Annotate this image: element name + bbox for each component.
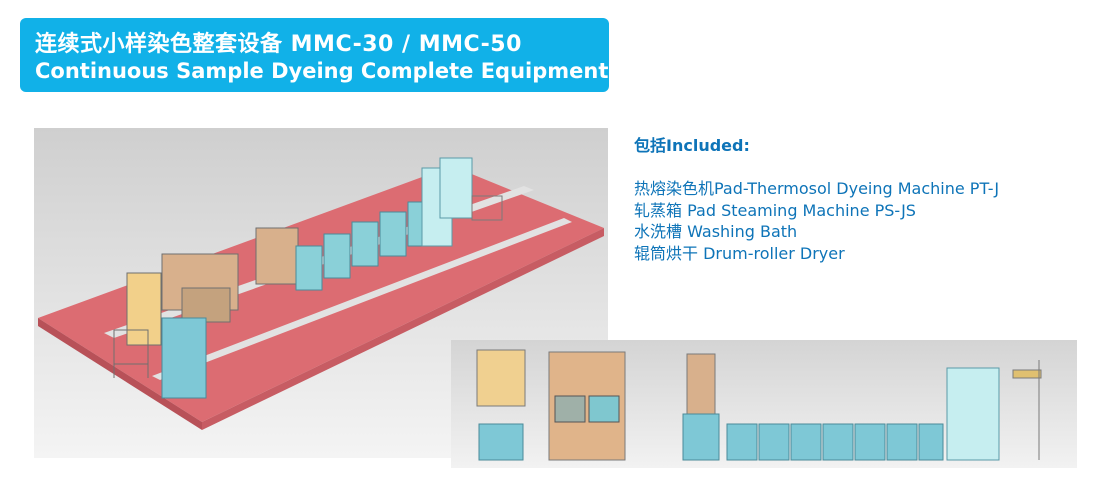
floor-side: [38, 318, 202, 430]
included-item-pad-thermosol: 热熔染色机Pad-Thermosol Dyeing Machine PT-J: [634, 179, 1000, 198]
dryer-base: [682, 413, 720, 461]
washing-bath-units: [295, 201, 435, 291]
drum-dryer-unit: [421, 157, 473, 247]
steamer-front: [181, 287, 231, 323]
included-item-washing-bath: 水洗槽 Washing Bath: [634, 222, 798, 241]
wash-tanks: [726, 423, 944, 461]
title-banner: 连续式小样染色整套设备 MMC-30 / MMC-50 Continuous S…: [20, 18, 609, 92]
take-up-frame: [471, 195, 503, 221]
title-chinese: 连续式小样染色整套设备 MMC-30 / MMC-50: [35, 32, 522, 57]
included-item-pad-steaming: 轧蒸箱 Pad Steaming Machine PS-JS: [634, 200, 916, 220]
included-item-drum-dryer: 辊筒烘干 Drum-roller Dryer: [634, 243, 845, 263]
drum-dryer-stack: [946, 367, 1000, 461]
dryer-hood: [686, 353, 716, 415]
cabinet: [161, 317, 207, 399]
isometric-render: [34, 128, 608, 458]
title-english: Continuous Sample Dyeing Complete Equipm…: [35, 59, 609, 83]
walkway-lower: [152, 218, 572, 380]
included-panel: 包括Included: 热熔染色机Pad-Thermosol Dyeing Ma…: [634, 132, 999, 264]
padder-frame: [113, 272, 162, 378]
steamer-window-left: [554, 395, 586, 423]
take-up-arm: [1012, 369, 1042, 379]
included-list: 热熔染色机Pad-Thermosol Dyeing Machine PT-J 轧…: [634, 178, 999, 264]
included-heading: 包括Included:: [634, 136, 750, 155]
steamer-window-right: [588, 395, 620, 423]
dryer-box: [255, 227, 299, 285]
padder-rack: [476, 349, 526, 407]
floor-front: [202, 228, 604, 430]
side-render: [451, 340, 1077, 468]
padder-base: [478, 423, 524, 461]
